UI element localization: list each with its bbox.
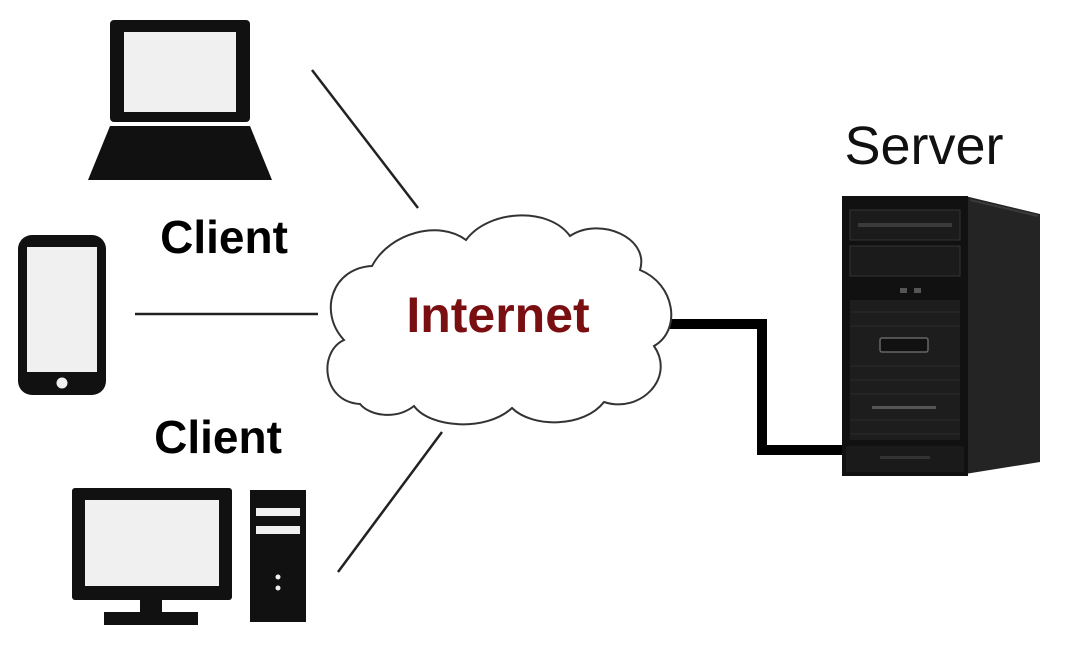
internet-to-server-cable [664, 319, 848, 455]
desktop-to-internet-line [336, 431, 444, 573]
cloud-icon [326, 214, 673, 426]
client-label-top: Client [160, 211, 288, 263]
internet-label: Internet [406, 287, 590, 343]
laptop-to-internet-line [311, 69, 419, 209]
server-tower-icon [842, 196, 1040, 476]
desktop-computer-icon [72, 488, 306, 625]
smartphone-icon [18, 235, 106, 395]
laptop-icon [88, 20, 272, 180]
client-label-bottom: Client [154, 411, 282, 463]
server-label: Server [844, 116, 1003, 176]
